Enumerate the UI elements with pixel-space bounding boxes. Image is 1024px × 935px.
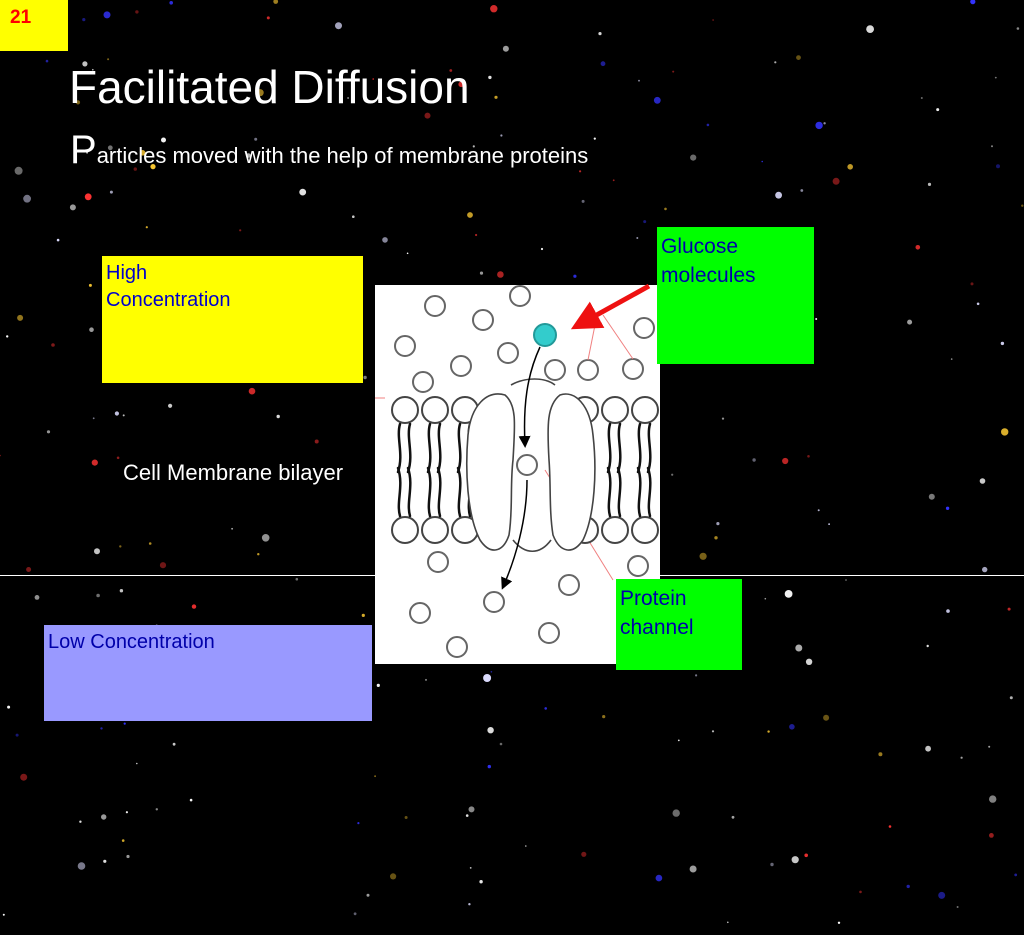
low-concentration-box: Low Concentration [44,625,372,721]
subtitle-rest: articles moved with the help of membrane… [96,143,589,168]
subtitle-initial: P [70,128,97,172]
protein-label-line2: channel [620,616,694,639]
slide-number-badge: 21 [0,0,68,51]
path-arrow-lower [501,479,528,590]
molecule-in-channel [516,454,538,476]
glucose-molecules-label-box: Glucose molecules [657,227,814,364]
glucose-label-line2: molecules [661,264,756,287]
slide-subtitle: Particles moved with the help of membran… [70,128,588,173]
protein-channel-shape [465,378,596,553]
low-concentration-label: Low Concentration [48,631,215,653]
phospholipid-heads [391,396,659,544]
diagram-drawing [375,285,659,658]
glucose-molecule [533,323,557,347]
protein-channel-label-box: Protein channel [616,579,742,670]
high-concentration-label-line1: High [106,262,148,284]
high-concentration-box: High Concentration [102,256,363,383]
lower-molecules [409,551,649,658]
membrane-channel-diagram [375,285,660,664]
high-concentration-label-line2: Concentration [106,289,231,311]
slide-title: Facilitated Diffusion [69,61,470,113]
path-arrow-upper [518,346,541,448]
upper-molecules [394,285,655,393]
glucose-label-line1: Glucose [661,235,739,258]
cell-membrane-label: Cell Membrane bilayer [123,460,344,485]
protein-label-line1: Protein [620,587,687,610]
